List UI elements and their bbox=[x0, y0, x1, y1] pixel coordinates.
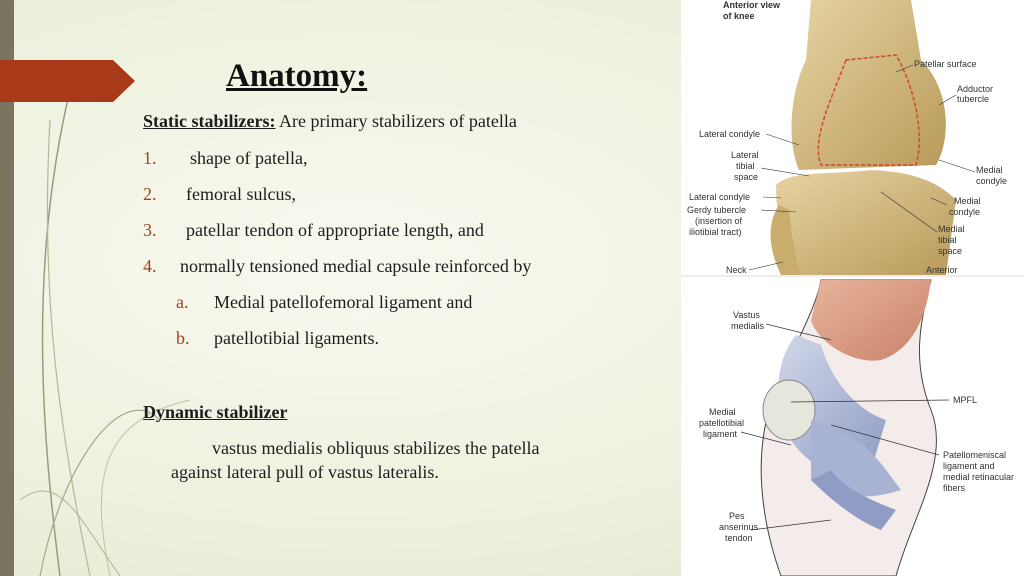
list-item: patellar tendon of appropriate length, a… bbox=[186, 220, 484, 240]
list-item: normally tensioned medial capsule reinfo… bbox=[180, 256, 532, 276]
label-medial-condyle-3: Medial bbox=[954, 196, 981, 206]
label-lat-tibial-3: space bbox=[734, 172, 758, 182]
static-intro-line: Static stabilizers: Are primary stabiliz… bbox=[143, 111, 517, 132]
fig-header-2: of knee bbox=[723, 11, 755, 21]
label-lateral-condyle: Lateral condyle bbox=[699, 129, 760, 139]
label-gerdy-2: (insertion of bbox=[695, 216, 743, 226]
list-number: 1. bbox=[143, 148, 157, 168]
list-item: shape of patella, bbox=[190, 148, 308, 168]
label-mpt-3: ligament bbox=[703, 429, 738, 439]
femur-tibia-drawing bbox=[770, 0, 956, 275]
list-number: 2. bbox=[143, 184, 157, 204]
label-mpfl: MPFL bbox=[953, 395, 977, 405]
label-gerdy-3: iliotibial tract) bbox=[689, 227, 742, 237]
side-bar bbox=[0, 0, 14, 576]
knee-ligament-drawing bbox=[760, 279, 937, 576]
label-adductor-2: tubercle bbox=[957, 94, 989, 104]
label-lat-tibial-2: tibial bbox=[736, 161, 755, 171]
dynamic-line-1: vastus medialis obliquus stabilizes the … bbox=[212, 438, 540, 458]
sublist-letter: b. bbox=[176, 328, 190, 348]
static-intro: Are primary stabilizers of patella bbox=[275, 111, 517, 131]
label-pml-1: Patellomeniscal bbox=[943, 450, 1006, 460]
label-vastus-2: medialis bbox=[731, 321, 765, 331]
knee-illustration: Anterior view of knee Patellar surface A… bbox=[681, 0, 1024, 576]
label-pes-2: anserinus bbox=[719, 522, 759, 532]
sublist-item: patellotibial ligaments. bbox=[214, 328, 379, 348]
sublist-item: Medial patellofemoral ligament and bbox=[214, 292, 473, 312]
label-med-tibial-3: space bbox=[938, 246, 962, 256]
label-gerdy-1: Gerdy tubercle bbox=[687, 205, 746, 215]
list-number: 4. bbox=[143, 256, 157, 276]
dynamic-heading: Dynamic stabilizer bbox=[143, 402, 288, 422]
label-pml-3: medial retinacular bbox=[943, 472, 1014, 482]
label-med-tibial-1: Medial bbox=[938, 224, 965, 234]
label-lateral-condyle-2: Lateral condyle bbox=[689, 192, 750, 202]
title-accent-arrow bbox=[0, 60, 135, 102]
label-adductor-1: Adductor bbox=[957, 84, 993, 94]
dynamic-line-2: against lateral pull of vastus lateralis… bbox=[171, 462, 439, 482]
knee-anatomy-figure: Anterior view of knee Patellar surface A… bbox=[681, 0, 1024, 576]
label-pes-1: Pes bbox=[729, 511, 745, 521]
list-item: femoral sulcus, bbox=[186, 184, 296, 204]
label-pml-2: ligament and bbox=[943, 461, 995, 471]
list-number: 3. bbox=[143, 220, 157, 240]
label-mpt-1: Medial bbox=[709, 407, 736, 417]
sublist-letter: a. bbox=[176, 292, 189, 312]
label-lat-tibial-1: Lateral bbox=[731, 150, 759, 160]
slide-title: Anatomy: bbox=[226, 58, 368, 94]
decorative-curves bbox=[19, 89, 191, 576]
label-anterior: Anterior bbox=[926, 265, 958, 275]
label-pes-3: tendon bbox=[725, 533, 753, 543]
label-mpt-2: patellotibial bbox=[699, 418, 744, 428]
label-vastus-1: Vastus bbox=[733, 310, 760, 320]
label-pml-4: fibers bbox=[943, 483, 966, 493]
label-medial-condyle-1: Medial bbox=[976, 165, 1003, 175]
label-medial-condyle-2: condyle bbox=[976, 176, 1007, 186]
label-med-tibial-2: tibial bbox=[938, 235, 957, 245]
label-neck: Neck bbox=[726, 265, 747, 275]
fig-header-1: Anterior view bbox=[723, 0, 781, 10]
static-heading: Static stabilizers: bbox=[143, 111, 276, 131]
label-medial-condyle-4: condyle bbox=[949, 207, 980, 217]
label-patellar-surface: Patellar surface bbox=[914, 59, 977, 69]
